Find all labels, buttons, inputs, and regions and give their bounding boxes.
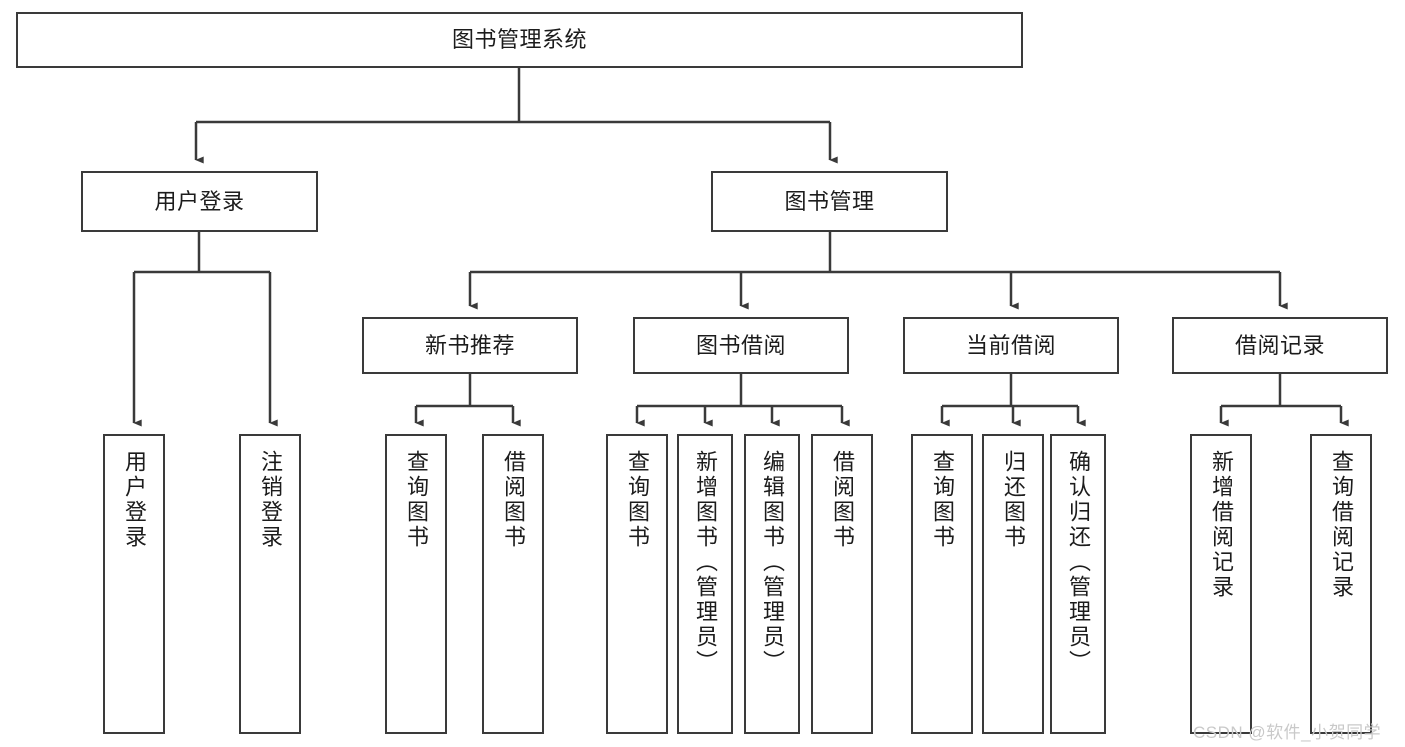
- node-label: 图书管理系统: [451, 27, 587, 53]
- node-label: 借阅记录: [1234, 332, 1325, 358]
- node-current-borrow[interactable]: 当前借阅: [903, 317, 1119, 374]
- node-leaf-query-book-2[interactable]: 查询图书: [606, 434, 668, 734]
- node-label: 用户登录: [122, 450, 147, 550]
- node-label: 归还图书: [1001, 450, 1026, 550]
- node-book-borrow[interactable]: 图书借阅: [633, 317, 849, 374]
- node-leaf-query-record[interactable]: 查询借阅记录: [1310, 434, 1372, 734]
- node-leaf-borrow-book-2[interactable]: 借阅图书: [811, 434, 873, 734]
- node-label: 查询借阅记录: [1329, 450, 1354, 600]
- node-user-login[interactable]: 用户登录: [81, 171, 318, 232]
- node-leaf-edit-book[interactable]: 编辑图书（管理员）: [744, 434, 800, 734]
- node-leaf-add-book[interactable]: 新增图书（管理员）: [677, 434, 733, 734]
- node-book-manage[interactable]: 图书管理: [711, 171, 948, 232]
- node-system-root[interactable]: 图书管理系统: [16, 12, 1023, 68]
- node-leaf-query-book-1[interactable]: 查询图书: [385, 434, 447, 734]
- node-borrow-record[interactable]: 借阅记录: [1172, 317, 1388, 374]
- node-label: 图书管理: [784, 188, 875, 214]
- node-leaf-user-login[interactable]: 用户登录: [103, 434, 165, 734]
- node-label: 注销登录: [258, 450, 283, 550]
- node-new-book-rec[interactable]: 新书推荐: [362, 317, 578, 374]
- node-label: 新增图书（管理员）: [693, 450, 718, 675]
- node-leaf-confirm-return[interactable]: 确认归还（管理员）: [1050, 434, 1106, 734]
- node-label: 新书推荐: [424, 332, 515, 358]
- node-label: 编辑图书（管理员）: [760, 450, 785, 675]
- node-leaf-return-book[interactable]: 归还图书: [982, 434, 1044, 734]
- node-label: 查询图书: [404, 450, 429, 550]
- node-leaf-add-record[interactable]: 新增借阅记录: [1190, 434, 1252, 734]
- node-leaf-query-book-3[interactable]: 查询图书: [911, 434, 973, 734]
- node-label: 确认归还（管理员）: [1066, 450, 1091, 675]
- node-label: 新增借阅记录: [1209, 450, 1234, 600]
- node-label: 查询图书: [930, 450, 955, 550]
- node-label: 图书借阅: [695, 332, 786, 358]
- node-label: 借阅图书: [830, 450, 855, 550]
- csdn-watermark: CSDN @软件_小贺同学: [1193, 723, 1382, 742]
- node-label: 查询图书: [625, 450, 650, 550]
- node-label: 当前借阅: [965, 332, 1056, 358]
- node-label: 借阅图书: [501, 450, 526, 550]
- node-label: 用户登录: [154, 188, 245, 214]
- node-leaf-borrow-book-1[interactable]: 借阅图书: [482, 434, 544, 734]
- node-leaf-user-logout[interactable]: 注销登录: [239, 434, 301, 734]
